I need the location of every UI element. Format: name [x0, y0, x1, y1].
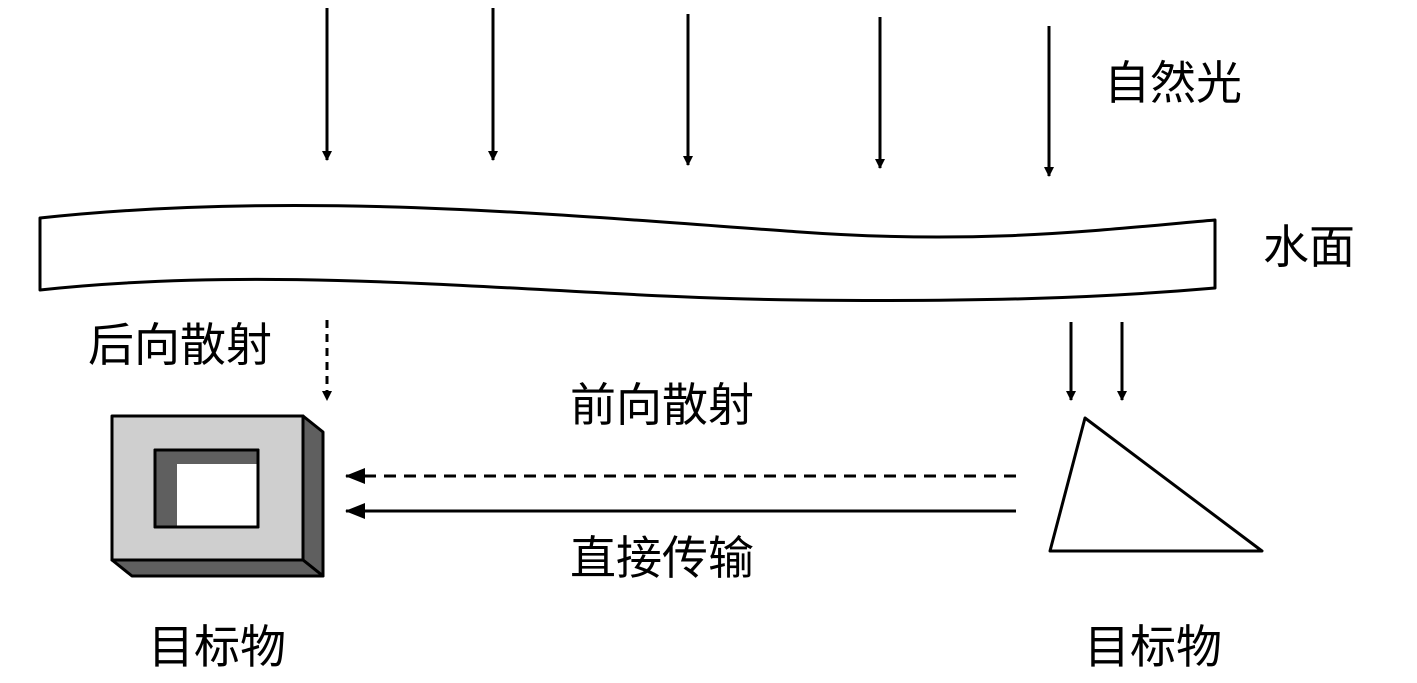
backscatter-label: 后向散射 [88, 318, 272, 372]
triangle-target [1048, 416, 1264, 553]
box-window-outline [153, 448, 260, 529]
natural-light-arrows [322, 8, 1054, 177]
water-surface-band [38, 203, 1217, 302]
box-target [110, 414, 325, 578]
natural-light-label: 自然光 [1104, 56, 1242, 110]
target-right-label: 目标物 [1084, 620, 1222, 674]
box-side-face [301, 414, 325, 578]
water-surface-label: 水面 [1263, 220, 1355, 274]
box-window-inner-shade [155, 450, 258, 527]
box-bottom-face [110, 558, 325, 578]
direct-transmission-label: 直接传输 [570, 531, 754, 585]
target-left-label: 目标物 [148, 620, 286, 674]
forward-scatter-label: 前向散射 [570, 378, 754, 432]
